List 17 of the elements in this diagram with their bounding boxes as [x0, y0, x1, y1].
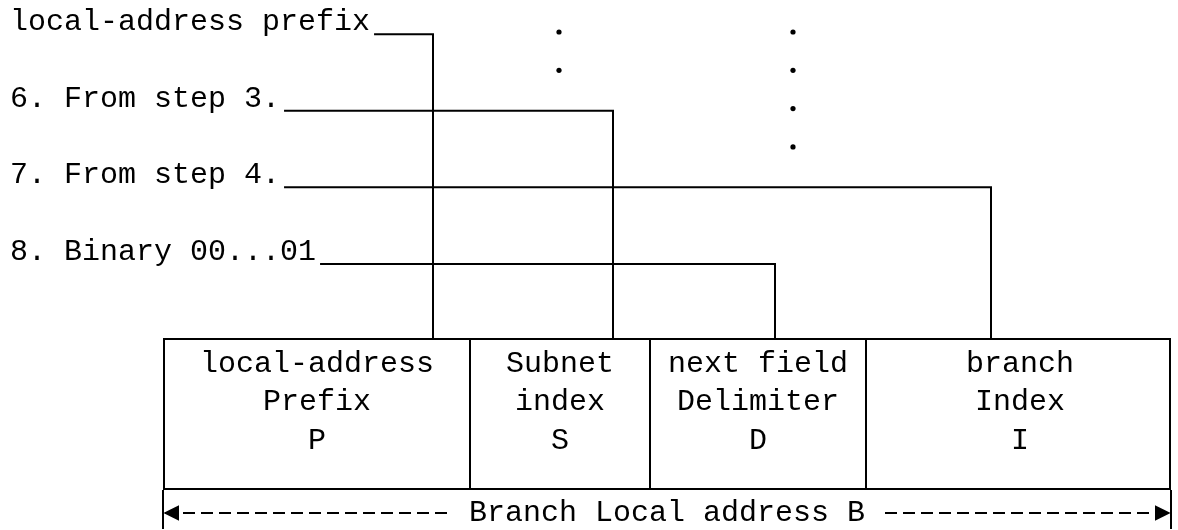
- field-symbol: I: [1011, 422, 1029, 460]
- step-label: local-address prefix: [10, 3, 371, 42]
- connector-line: [283, 186, 992, 339]
- field-symbol: S: [551, 422, 569, 460]
- field-name: local-address Prefix: [198, 346, 435, 422]
- field-name: branch Index: [964, 346, 1075, 422]
- step-label: 7. From step 4.: [10, 156, 281, 195]
- step-label: 6. From step 3.: [10, 79, 281, 118]
- connector-line: [283, 109, 614, 339]
- field-symbol: D: [749, 422, 767, 460]
- field-name: next field Delimiter: [668, 346, 848, 422]
- record-box: [163, 338, 1171, 490]
- connector-line: [373, 33, 434, 339]
- connector-line: [319, 262, 776, 339]
- step-label: 8. Binary 00...01: [10, 232, 317, 272]
- field-symbol: P: [308, 422, 326, 460]
- field-name: Subnet index: [504, 346, 615, 422]
